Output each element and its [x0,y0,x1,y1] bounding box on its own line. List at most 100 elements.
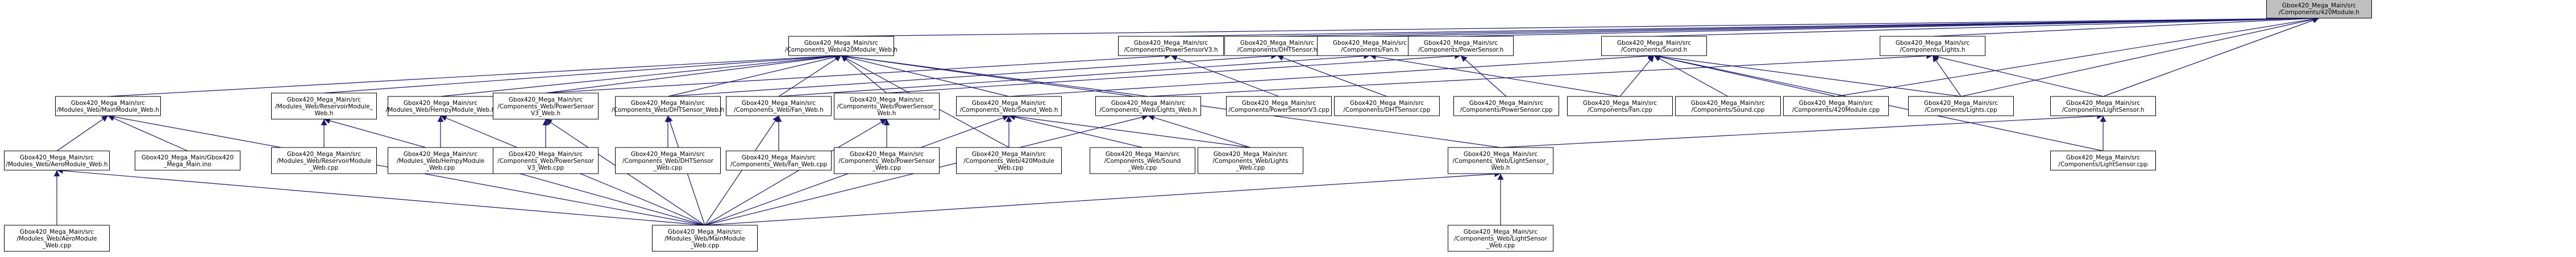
node-psv3cpp[interactable]: Gbox420_Mega_Main/src/Components/PowerSe… [1226,96,1332,116]
node-label: Gbox420_Mega_Main/src [850,151,924,158]
node-mainwebcpp[interactable]: Gbox420_Mega_Main/src/Modules_Web/MainMo… [652,225,758,252]
node-box [615,96,721,116]
edge-pscpp-to-ps [1460,55,1507,97]
edge-fancpp-to-fan [1369,53,1621,97]
node-lightswebcpp[interactable]: Gbox420_Mega_Main/src/Components_Web/Lig… [1198,147,1303,174]
node-soundweb[interactable]: Gbox420_Mega_Main/src/Components_Web/Sou… [956,96,1062,116]
node-box [1448,225,1553,252]
node-psv3[interactable]: Gbox420_Mega_Main/src/Components/PowerSe… [1118,36,1224,56]
node-soundcpp[interactable]: Gbox420_Mega_Main/src/Components/Sound.c… [1675,96,1781,116]
node-label: /Components/PowerSensorV3.cpp [1228,107,1329,113]
node-label: /Modules_Web/AeroModule [16,235,97,242]
node-reservoirweb[interactable]: Gbox420_Mega_Main/src/Modules_Web/Reserv… [271,92,377,120]
node-label: Gbox420_Mega_Main/src [2066,100,2140,107]
node-label: /Components_Web/LightSensor_ [1452,158,1549,165]
node-label: Gbox420_Mega_Main/src [1464,229,1538,235]
edge-megaino-to-mainweb [107,115,188,151]
node-fanwebcpp[interactable]: Gbox420_Mega_Main/src/Components_Web/Fan… [726,150,832,171]
node-label: /Components/LightSensor.cpp [2058,161,2148,168]
node-fan[interactable]: Gbox420_Mega_Main/src/Components/Fan.h [1317,36,1423,56]
node-dhtcpp[interactable]: Gbox420_Mega_Main/src/Components/DHTSens… [1334,96,1440,116]
node-psweb[interactable]: Gbox420_Mega_Main/src/Components_Web/Pow… [834,92,940,120]
edge-psv3cpp-to-psv3 [1170,54,1279,97]
node-label: /Components_Web/DHTSensor_Web.h [612,107,724,113]
node-label: Gbox420_Mega_Main/src [1691,100,1765,107]
node-label: Gbox420_Mega_Main/src [404,151,477,158]
node-pscpp[interactable]: Gbox420_Mega_Main/src/Components/PowerSe… [1453,96,1559,116]
node-c420webcpp[interactable]: Gbox420_Mega_Main/src/Components_Web/420… [956,147,1062,174]
node-lightsensor[interactable]: Gbox420_Mega_Main/src/Components/LightSe… [2050,96,2156,116]
edge-mainwebcpp-to-aeroweb [56,167,705,226]
node-label: Gbox420_Mega_Main/src [1583,100,1657,107]
node-box [1198,147,1303,174]
node-label: V3_Web.cpp [527,165,564,171]
node-box [1224,36,1330,56]
node-dhtweb[interactable]: Gbox420_Mega_Main/src/Components_Web/DHT… [612,96,724,116]
node-label: Gbox420_Mega_Main/Gbox420 [142,154,234,161]
edge-lights-to-root [1932,15,2320,37]
node-pswebcpp[interactable]: Gbox420_Mega_Main/src/Components_Web/Pow… [834,147,940,174]
node-hempyweb[interactable]: Gbox420_Mega_Main/src/Modules_Web/HempyM… [386,96,496,116]
node-box [493,92,599,120]
edge-hempyweb-to-c420web [440,53,842,97]
node-label: Gbox420_Mega_Main/src [1214,151,1287,158]
node-soundwebcpp[interactable]: Gbox420_Mega_Main/src/Components_Web/Sou… [1090,147,1195,174]
node-psv3web[interactable]: Gbox420_Mega_Main/src/Components_Web/Pow… [493,92,599,120]
node-psv3webcpp[interactable]: Gbox420_Mega_Main/src/Components_Web/Pow… [493,147,599,174]
edge-psweb-to-ps [886,53,1461,94]
dependency-edges [53,15,2320,226]
node-label: Gbox420_Mega_Main/src [509,96,583,103]
node-label: /Components/PowerSensor.cpp [1460,107,1553,113]
node-label: /Components_Web/420Module [963,158,1054,165]
node-sound[interactable]: Gbox420_Mega_Main/src/Components/Sound.h [1601,36,1707,56]
node-label: _Web.cpp [653,165,683,171]
edge-dhtweb-to-dht [667,53,1278,97]
edge-sound-to-root [1653,15,2320,37]
node-box [4,150,110,171]
edge-psv3web-to-c420web [545,53,842,94]
edge-c420web-to-root [841,15,2320,37]
node-box [834,92,940,120]
node-hempywebcpp[interactable]: Gbox420_Mega_Main/src/Modules_Web/HempyM… [388,147,493,174]
node-ps[interactable]: Gbox420_Mega_Main/src/Components/PowerSe… [1408,36,1514,56]
node-box [1675,96,1781,116]
edge-dhtweb-to-c420web [667,54,842,97]
node-label: Gbox420_Mega_Main/src [1240,40,1314,47]
edge-ps-to-root [1460,15,2320,37]
node-lightsensorwebcpp[interactable]: Gbox420_Mega_Main/src/Components_Web/Lig… [1448,225,1553,252]
node-lights[interactable]: Gbox420_Mega_Main/src/Components/Lights.… [1880,36,1985,56]
node-dhtwebcpp[interactable]: Gbox420_Mega_Main/src/Components_Web/DHT… [615,147,721,174]
node-box [1090,147,1195,174]
node-box [726,150,832,171]
node-box [956,147,1062,174]
node-box [1408,36,1514,56]
node-aeroweb[interactable]: Gbox420_Mega_Main/src/Modules_Web/AeroMo… [4,150,110,171]
node-label: /Components_Web/PowerSensor [497,103,594,110]
node-label: /Components/DHTSensor.h [1237,47,1318,53]
node-megaino[interactable]: Gbox420_Mega_Main/Gbox420_Mega_Main.ino [135,150,240,171]
node-lightscpp[interactable]: Gbox420_Mega_Main/src/Components/Lights.… [1908,96,2014,116]
node-lightsensorweb[interactable]: Gbox420_Mega_Main/src/Components_Web/Lig… [1448,147,1553,174]
edge-psv3web-to-psv3 [545,53,1171,94]
node-box [388,147,493,174]
node-box [2050,150,2156,171]
node-fancpp[interactable]: Gbox420_Mega_Main/src/Components/Fan.cpp [1567,96,1673,116]
node-mainweb[interactable]: Gbox420_Mega_Main/src/Modules_Web/MainMo… [55,96,161,116]
node-label: Gbox420_Mega_Main/src [1134,40,1208,47]
node-fanweb[interactable]: Gbox420_Mega_Main/src/Components_Web/Fan… [726,96,832,116]
edge-lightscpp-to-root [1960,16,2320,97]
node-reservoirwebcpp[interactable]: Gbox420_Mega_Main/src/Modules_Web/Reserv… [271,147,377,174]
node-c420web[interactable]: Gbox420_Mega_Main/src/Components_Web/420… [785,36,898,56]
node-dht[interactable]: Gbox420_Mega_Main/src/Components/DHTSens… [1224,36,1330,56]
node-lightsensorcpp[interactable]: Gbox420_Mega_Main/src/Components/LightSe… [2050,150,2156,171]
node-label: _Web.cpp [1236,165,1265,171]
file-nodes: Gbox420_Mega_Main/src/Components/420Modu… [4,0,2372,252]
node-aerowebcpp[interactable]: Gbox420_Mega_Main/src/Modules_Web/AeroMo… [4,225,110,252]
node-c420cpp[interactable]: Gbox420_Mega_Main/src/Components/420Modu… [1783,96,1889,116]
node-label: _Web.cpp [309,165,339,171]
node-label: Gbox420_Mega_Main/src [668,229,742,235]
edge-fancpp-to-sound [1619,55,1655,97]
node-lightsweb[interactable]: Gbox420_Mega_Main/src/Components_Web/Lig… [1095,96,1201,116]
node-label: /Components/Sound.h [1621,47,1688,53]
edge-c420cpp-to-root [1835,16,2320,97]
